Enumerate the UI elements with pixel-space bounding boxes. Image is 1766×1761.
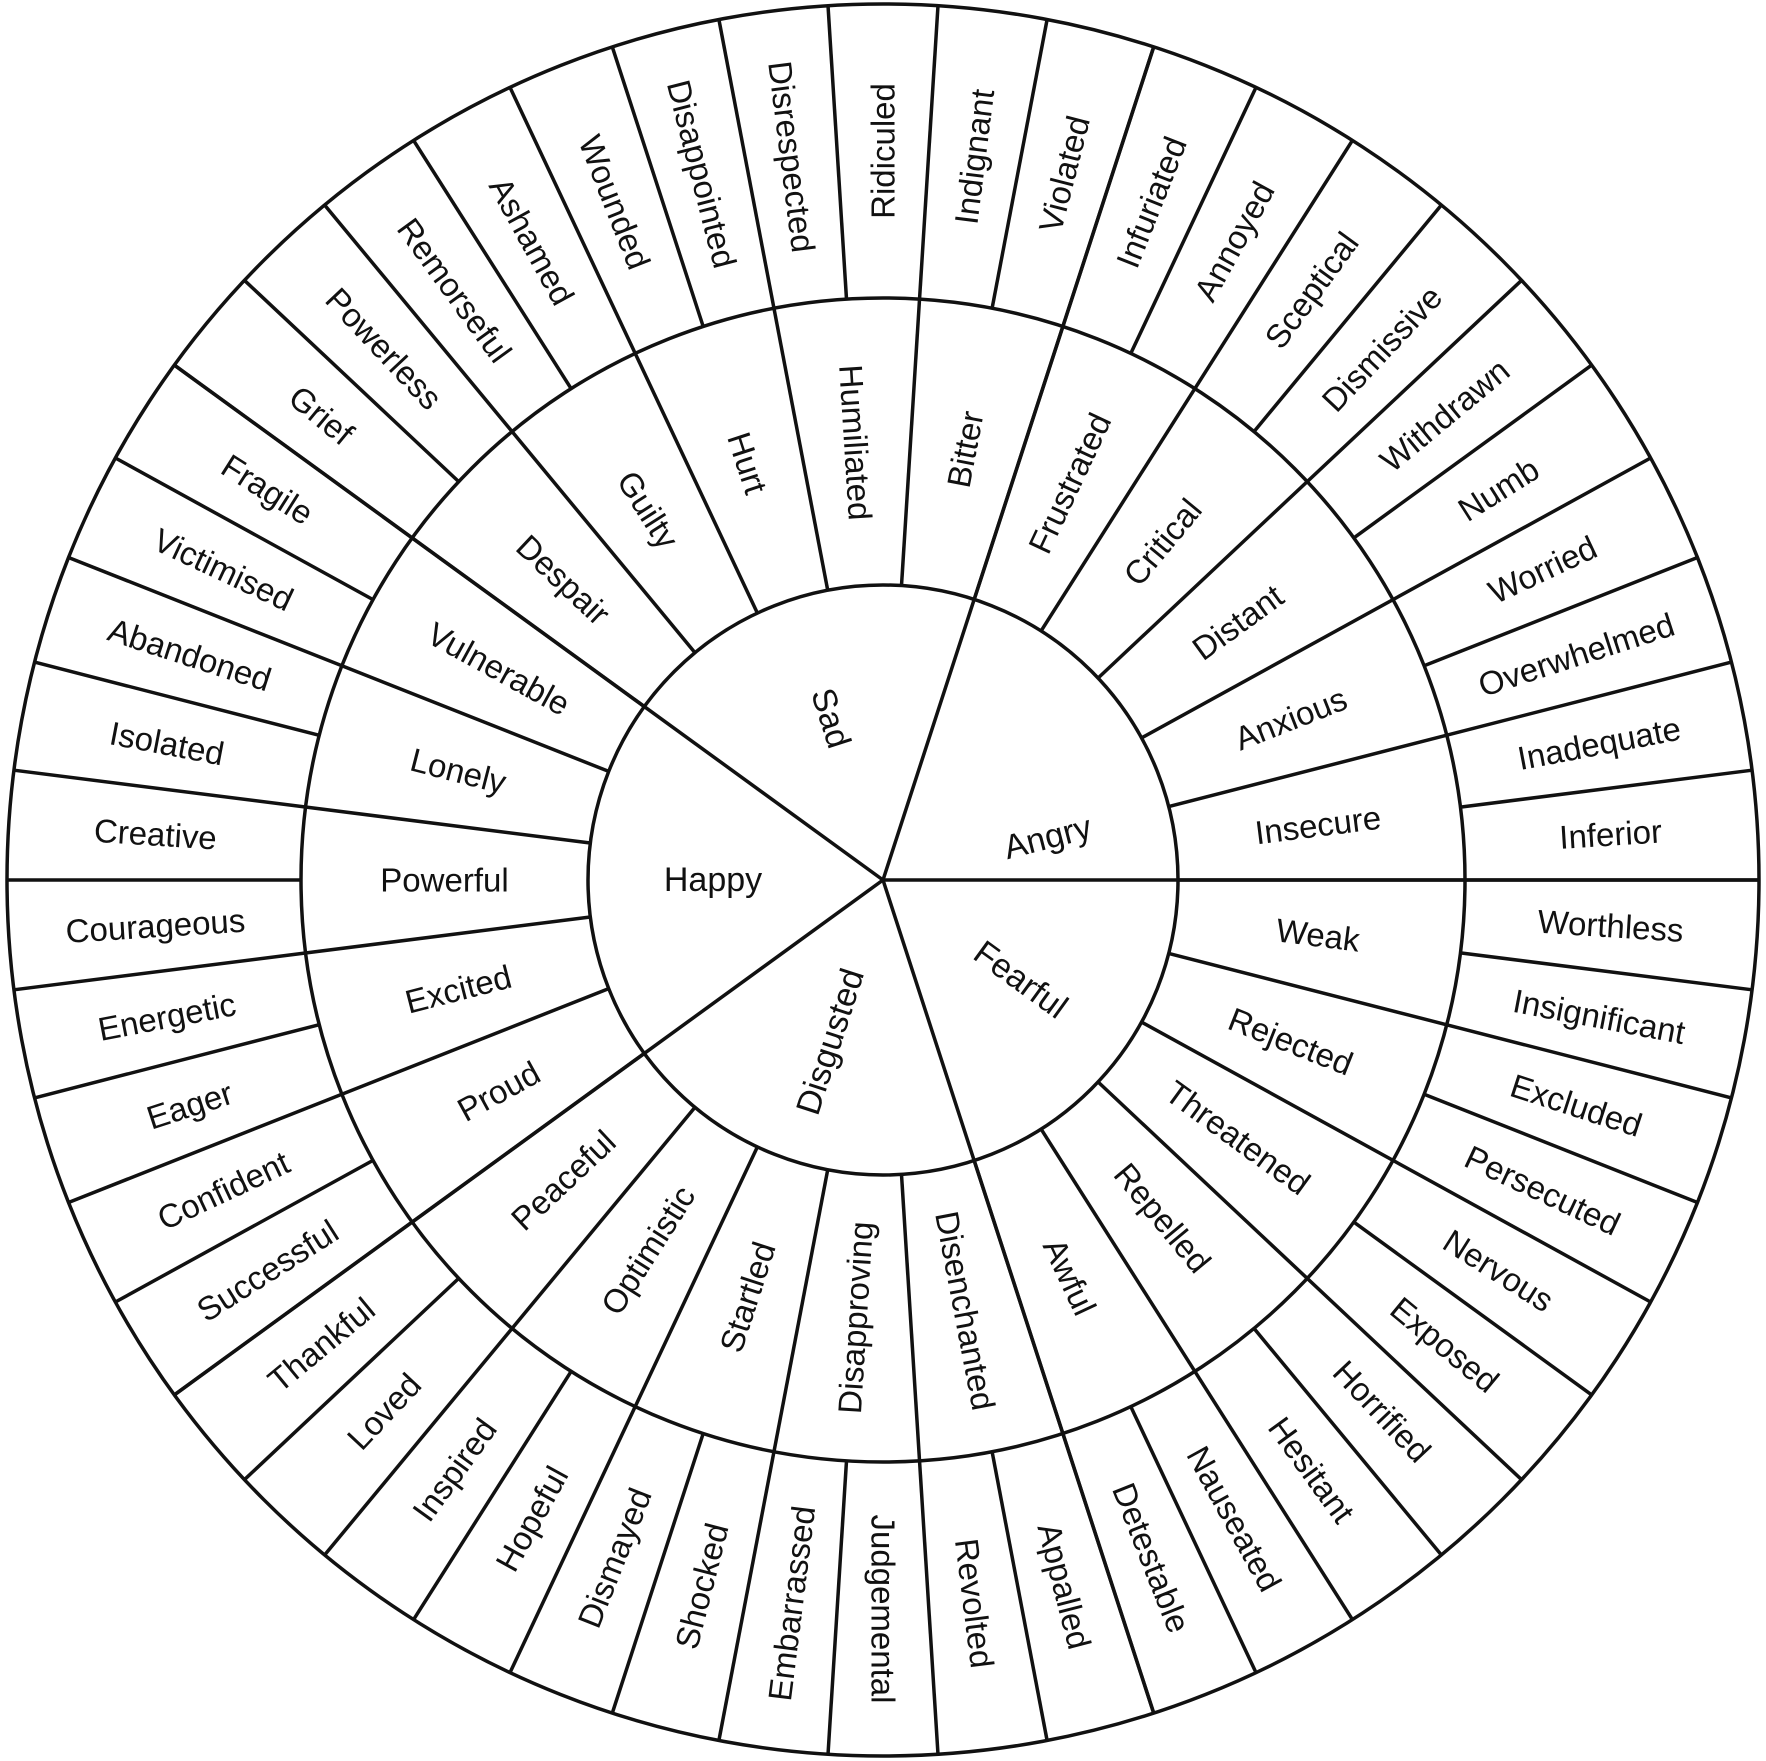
middle-divider: [1039, 1128, 1354, 1621]
core-emotion-happy: Happy: [664, 861, 762, 899]
middle-divider: [717, 19, 830, 591]
outer-divider: [412, 139, 573, 390]
middle-divider: [173, 363, 646, 709]
outer-divider: [1460, 768, 1753, 809]
outer-divider: [1460, 951, 1753, 992]
middle-divider: [173, 1051, 646, 1397]
outer-divider: [243, 1277, 460, 1481]
middle-emotion-powerful: Powerful: [380, 862, 508, 899]
middle-divider: [1140, 1020, 1652, 1304]
outer-divider: [114, 1158, 374, 1304]
middle-divider: [1039, 139, 1354, 632]
middle-divider: [899, 5, 940, 586]
outer-emotion-inferior: Inferior: [1558, 813, 1663, 856]
middle-divider: [508, 86, 759, 614]
outer-divider: [610, 1432, 705, 1714]
middle-divider: [717, 1169, 830, 1741]
middle-divider: [508, 1146, 759, 1674]
outer-divider: [990, 1451, 1049, 1741]
middle-divider: [323, 1106, 697, 1557]
outer-divider: [990, 19, 1049, 309]
middle-divider: [323, 203, 697, 654]
outer-divider: [34, 660, 320, 737]
outer-divider: [1129, 86, 1258, 355]
spokes: [7, 5, 1759, 1755]
outer-divider: [826, 1460, 849, 1755]
outer-emotion-worthless: Worthless: [1537, 903, 1685, 949]
outer-divider: [826, 5, 849, 300]
middle-divider: [1168, 660, 1732, 809]
middle-divider: [972, 1160, 1156, 1714]
middle-divider: [1140, 456, 1652, 740]
outer-divider: [114, 456, 374, 602]
middle-divider: [1096, 279, 1523, 680]
middle-divider: [67, 555, 610, 774]
outer-divider: [1423, 1092, 1699, 1205]
outer-divider: [412, 1370, 573, 1621]
outer-divider: [610, 46, 705, 328]
middle-divider: [1096, 1080, 1523, 1481]
middle-divider: [1168, 951, 1732, 1100]
outer-divider: [34, 1023, 320, 1100]
outer-divider: [1352, 1220, 1593, 1397]
outer-emotion-creative: Creative: [93, 812, 218, 857]
middle-divider: [13, 768, 591, 845]
middle-divider: [13, 915, 591, 992]
middle-divider: [972, 46, 1156, 600]
outer-divider: [1129, 1405, 1258, 1674]
outer-divider: [1423, 555, 1699, 668]
outer-divider: [1252, 1327, 1443, 1557]
outer-emotion-judgemental: Judgemental: [865, 1515, 902, 1704]
outer-divider: [1252, 203, 1443, 433]
outer-emotion-ridiculed: Ridiculed: [865, 83, 902, 219]
middle-divider: [67, 986, 610, 1205]
outer-divider: [1352, 363, 1593, 540]
middle-divider: [899, 1174, 940, 1755]
outer-divider: [243, 279, 460, 483]
